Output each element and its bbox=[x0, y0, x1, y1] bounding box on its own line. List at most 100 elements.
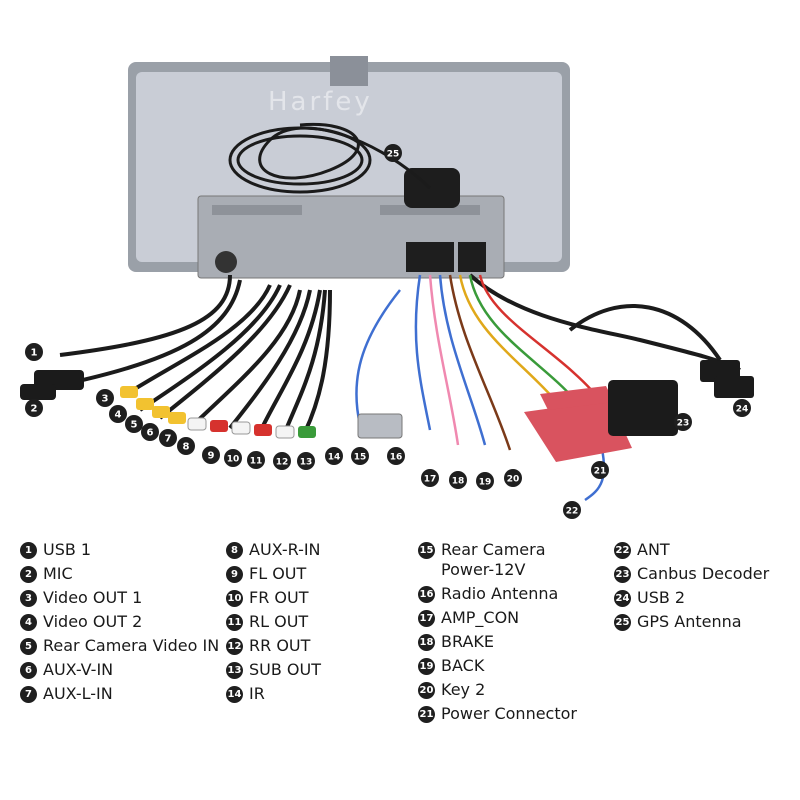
callout-badge: 11 bbox=[247, 451, 265, 469]
number-badge: 17 bbox=[418, 610, 435, 627]
number-badge: 15 bbox=[418, 542, 435, 559]
callout-number: 16 bbox=[390, 453, 403, 463]
legend-label-line-1: Rear Camera bbox=[441, 540, 546, 559]
callout-badge: 2 bbox=[25, 399, 43, 417]
callout-number: 22 bbox=[566, 507, 579, 517]
callout-badge: 8 bbox=[177, 437, 195, 455]
number-badge: 11 bbox=[226, 614, 243, 631]
callout-number: 10 bbox=[227, 455, 240, 465]
number-badge: 6 bbox=[20, 662, 37, 679]
canbus-decoder bbox=[608, 380, 678, 436]
callout-number: 20 bbox=[507, 475, 520, 485]
callout-number: 25 bbox=[387, 150, 400, 160]
legend-item: 14 IR bbox=[226, 684, 321, 708]
number-badge: 8 bbox=[226, 542, 243, 559]
callout-number: 18 bbox=[452, 477, 465, 487]
callout-number: 13 bbox=[300, 458, 313, 468]
callout-badge: 1 bbox=[25, 343, 43, 361]
legend-label-line-2: Power-12V bbox=[441, 560, 526, 579]
number-badge: 7 bbox=[20, 686, 37, 703]
legend-label: FL OUT bbox=[249, 564, 307, 583]
callout-badge: 6 bbox=[141, 423, 159, 441]
legend-label: Key 2 bbox=[441, 680, 486, 699]
wiring-diagram: Harfey bbox=[20, 56, 754, 519]
callout-number: 3 bbox=[102, 394, 109, 405]
legend-item: 17 AMP_CON bbox=[418, 608, 577, 632]
legend-item: 5 Rear Camera Video IN bbox=[20, 636, 219, 660]
cable-bundle bbox=[59, 273, 741, 433]
legend-item: 6 AUX-V-IN bbox=[20, 660, 219, 684]
legend-label: AUX-R-IN bbox=[249, 540, 321, 559]
callout-number: 7 bbox=[165, 434, 172, 445]
number-badge: 21 bbox=[418, 706, 435, 723]
callout-number: 8 bbox=[183, 442, 190, 453]
callout-number: 6 bbox=[147, 428, 154, 439]
callout-number: 12 bbox=[276, 458, 289, 468]
callout-number: 9 bbox=[208, 451, 215, 462]
gps-antenna bbox=[228, 122, 460, 208]
number-badge: 9 bbox=[226, 566, 243, 583]
number-badge: 22 bbox=[614, 542, 631, 559]
callout-badge: 20 bbox=[504, 469, 522, 487]
power-connector bbox=[524, 386, 632, 462]
legend-label: RR OUT bbox=[249, 636, 311, 655]
number-badge: 20 bbox=[418, 682, 435, 699]
callout-badge: 24 bbox=[733, 399, 751, 417]
legend-item: 9 FL OUT bbox=[226, 564, 321, 588]
head-unit bbox=[128, 56, 570, 279]
legend-label: Video OUT 1 bbox=[43, 588, 143, 607]
rca-plugs bbox=[20, 370, 316, 439]
callout-badge: 25 bbox=[384, 144, 402, 162]
legend-label: AMP_CON bbox=[441, 608, 520, 627]
callout-number: 24 bbox=[736, 405, 749, 415]
callout-number: 14 bbox=[328, 453, 341, 463]
legend-item: 8 AUX-R-IN bbox=[226, 540, 321, 564]
callout-badge: 3 bbox=[96, 389, 114, 407]
number-badge: 1 bbox=[20, 542, 37, 559]
callout-number: 4 bbox=[115, 410, 122, 421]
number-badge: 19 bbox=[418, 658, 435, 675]
legend-label: Video OUT 2 bbox=[43, 612, 143, 631]
callout-badge: 13 bbox=[297, 452, 315, 470]
legend-item: 16 Radio Antenna bbox=[418, 584, 577, 608]
legend-label: AUX-V-IN bbox=[43, 660, 114, 679]
legend-label: Radio Antenna bbox=[441, 584, 559, 603]
legend-label: RL OUT bbox=[249, 612, 309, 631]
legend-label: USB 2 bbox=[637, 588, 686, 607]
legend-item: 11 RL OUT bbox=[226, 612, 321, 636]
legend-label: MIC bbox=[43, 564, 73, 583]
callout-badge: 21 bbox=[591, 461, 609, 479]
legend-label: IR bbox=[249, 684, 265, 703]
number-badge: 14 bbox=[226, 686, 243, 703]
legend-label: BRAKE bbox=[441, 632, 494, 651]
callout-badge: 22 bbox=[563, 501, 581, 519]
legend-label: FR OUT bbox=[249, 588, 309, 607]
callout-number: 23 bbox=[677, 419, 690, 429]
usb-2-plugs bbox=[568, 304, 754, 398]
number-badge: 23 bbox=[614, 566, 631, 583]
number-badge: 16 bbox=[418, 586, 435, 603]
number-badge: 4 bbox=[20, 614, 37, 631]
callout-number: 19 bbox=[479, 478, 492, 488]
number-badge: 5 bbox=[20, 638, 37, 655]
legend-label: USB 1 bbox=[43, 540, 92, 559]
callout-number: 15 bbox=[354, 453, 367, 463]
legend-label: Rear Camera Video IN bbox=[43, 636, 220, 655]
callout-number: 17 bbox=[424, 475, 437, 485]
callout-badge: 15 bbox=[351, 447, 369, 465]
callout-badge: 10 bbox=[224, 449, 242, 467]
number-badge: 2 bbox=[20, 566, 37, 583]
callout-badge: 4 bbox=[109, 405, 127, 423]
callout-number: 5 bbox=[131, 420, 138, 431]
